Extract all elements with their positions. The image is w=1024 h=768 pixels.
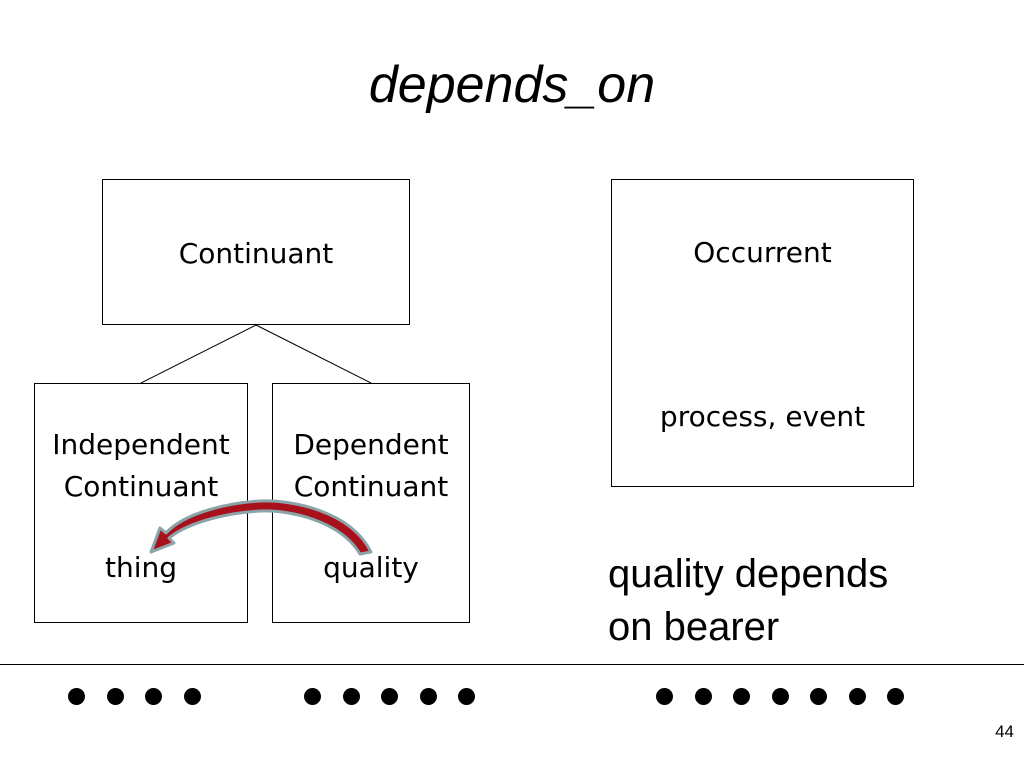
bullet-dot: [343, 688, 360, 705]
continuant-label: Continuant: [178, 237, 334, 270]
dependent-continuant-example: quality: [323, 551, 419, 584]
bullet-dot: [420, 688, 437, 705]
bullet-dot: [184, 688, 201, 705]
independent-continuant-label: Independent Continuant: [52, 428, 230, 503]
bullet-dot: [145, 688, 162, 705]
occurrent-example: process, event: [659, 400, 866, 433]
dependent-continuant-box: Dependent Continuant quality: [272, 383, 470, 623]
bullet-dot: [304, 688, 321, 705]
bullet-dot: [695, 688, 712, 705]
occurrent-label: Occurrent: [693, 236, 832, 269]
bullet-dot: [733, 688, 750, 705]
slide-title: depends_on: [368, 56, 656, 114]
bullet-dot: [381, 688, 398, 705]
bullet-dot: [68, 688, 85, 705]
bullet-dot: [887, 688, 904, 705]
bullet-dot: [107, 688, 124, 705]
bullet-dot: [656, 688, 673, 705]
occurrent-box: Occurrent process, event: [611, 179, 914, 487]
independent-continuant-box: Independent Continuant thing: [34, 383, 248, 623]
footer-divider: [0, 664, 1024, 665]
dependency-note: quality depends on bearer: [608, 552, 889, 649]
independent-continuant-example: thing: [104, 551, 178, 584]
continuant-box: Continuant: [102, 179, 410, 325]
bullet-dot: [849, 688, 866, 705]
bullet-dot: [458, 688, 475, 705]
page-number: 44: [995, 722, 1014, 741]
bullet-dot: [810, 688, 827, 705]
dependent-continuant-label: Dependent Continuant: [293, 428, 449, 503]
connector-to-independent: [140, 324, 257, 384]
bullet-dot: [772, 688, 789, 705]
connector-to-dependent: [255, 324, 372, 384]
